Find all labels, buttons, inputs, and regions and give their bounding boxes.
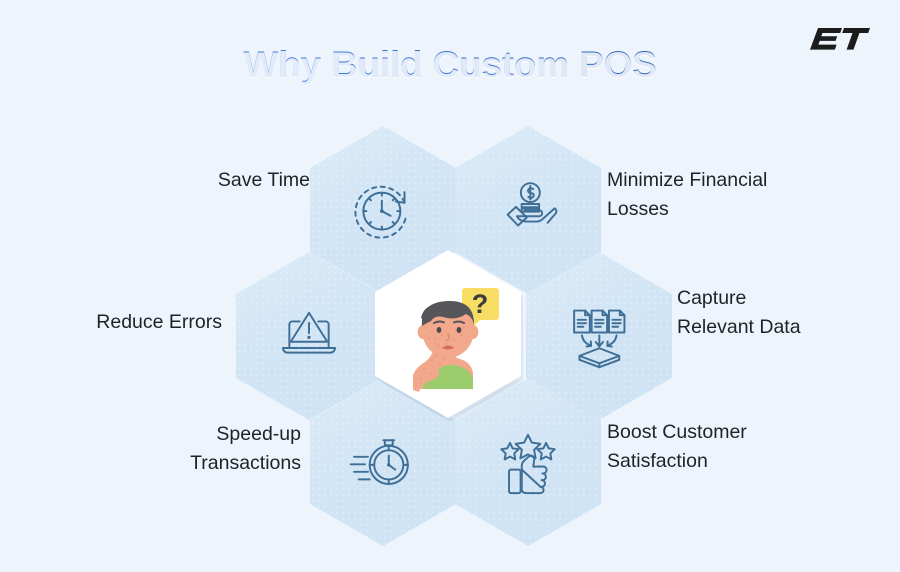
label-capture-relevant-data: Capture Relevant Data bbox=[677, 287, 801, 338]
thumbs-up-stars-icon bbox=[491, 425, 565, 499]
label-speed-up-transactions: Speed-up Transactions bbox=[190, 423, 301, 474]
center-hexagon: ? bbox=[375, 250, 521, 418]
hex-save-time[interactable] bbox=[310, 126, 456, 294]
page-title: Why Build Custom POS bbox=[0, 44, 900, 86]
hand-holding-money-icon bbox=[491, 173, 565, 247]
clock-refresh-icon bbox=[346, 173, 420, 247]
label-save-time: Save Time bbox=[217, 169, 310, 191]
documents-to-tray-icon bbox=[562, 299, 636, 373]
confused-person-illustration: ? bbox=[388, 274, 508, 394]
fast-stopwatch-icon bbox=[346, 425, 420, 499]
label-minimize-financial-losses: Minimize Financial Losses bbox=[607, 169, 768, 220]
svg-text:?: ? bbox=[472, 289, 489, 319]
label-reduce-errors: Reduce Errors bbox=[96, 311, 222, 333]
label-boost-customer-satisfaction: Boost Customer Satisfaction bbox=[607, 421, 747, 472]
hex-reduce-errors[interactable] bbox=[236, 252, 382, 420]
laptop-warning-icon bbox=[272, 299, 346, 373]
et-logo bbox=[808, 22, 872, 58]
